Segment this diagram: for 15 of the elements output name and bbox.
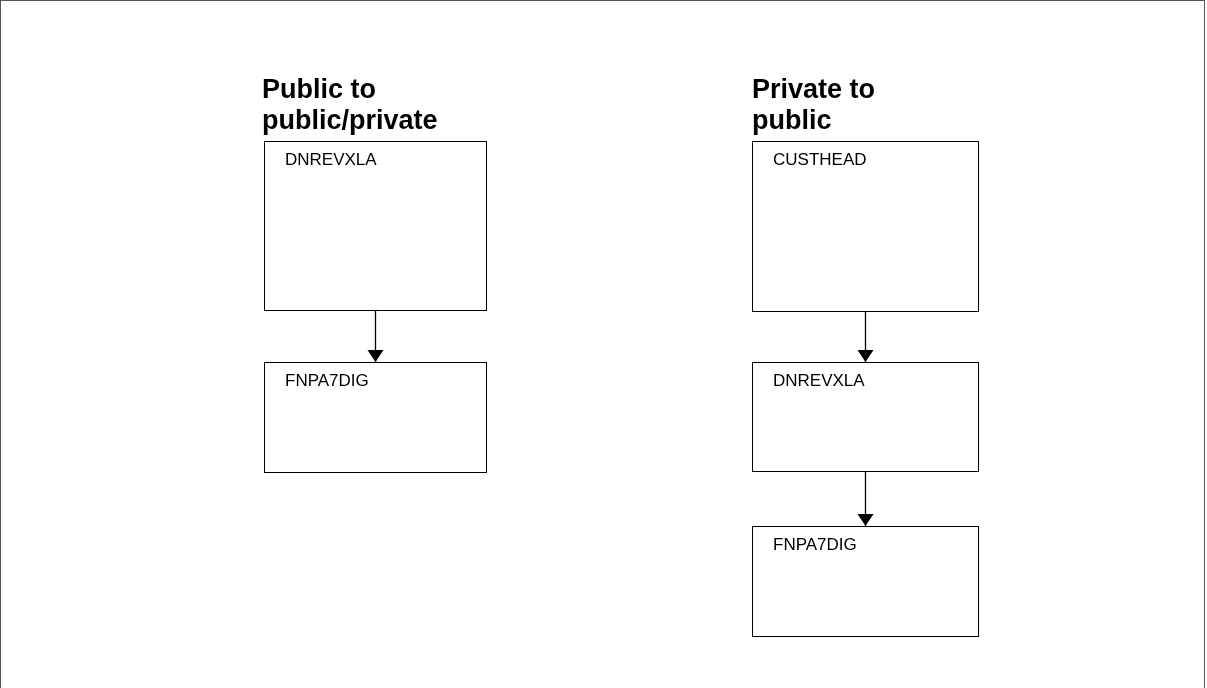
process-box [752,526,979,637]
column-heading: Private to public [752,74,877,136]
process-box [752,362,979,472]
box-label: CUSTHEAD [773,150,867,170]
process-box [752,141,979,312]
process-box [264,141,487,311]
arrow [857,311,874,363]
arrow [857,471,874,527]
column-heading: Public to public/private [262,74,439,136]
box-label: FNPA7DIG [773,535,857,555]
arrow [367,310,384,363]
box-label: DNREVXLA [773,371,865,391]
process-box [264,362,487,473]
box-label: FNPA7DIG [285,371,369,391]
box-label: DNREVXLA [285,150,377,170]
